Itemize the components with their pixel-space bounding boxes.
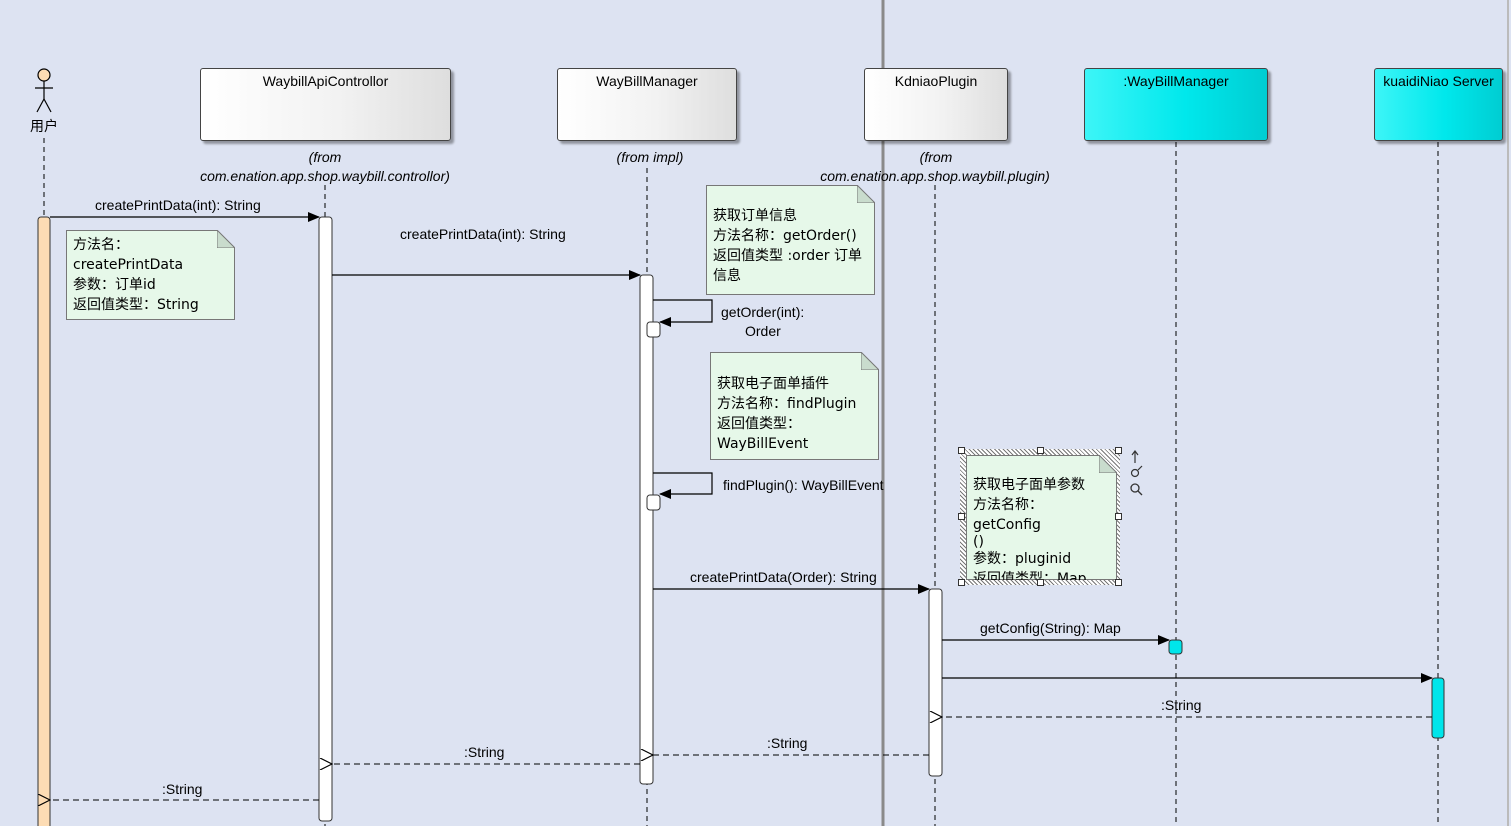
lifeline-box-waybillapicontrollor[interactable]: WaybillApiControllor	[200, 68, 451, 141]
message-label-2: createPrintData(int): String	[400, 226, 566, 242]
package-label-impl: (from impl)	[616, 149, 684, 165]
note-createprintdata[interactable]: 方法名：createPrintData 参数：订单id 返回值类型：String	[66, 230, 235, 320]
package-label-controllor-2: com.enation.app.shop.waybill.controllor)	[200, 168, 450, 184]
note-line: 返回值类型：String	[73, 297, 199, 313]
message-label-1: createPrintData(int): String	[95, 197, 261, 213]
arrow-up-icon[interactable]	[1131, 450, 1139, 463]
note-line: 参数：订单id	[73, 277, 156, 293]
message-label-getorder-2: Order	[745, 323, 781, 339]
lifeline-box-kdniaoplugin[interactable]: KdniaoPlugin	[864, 68, 1008, 141]
resize-handle-ne[interactable]	[1115, 447, 1122, 454]
return-label-4: :String	[162, 781, 203, 797]
note-fold-corner	[861, 352, 879, 370]
note-line: 方法名称：getOrder()	[713, 228, 857, 244]
actor-stick-figure-icon	[35, 68, 53, 113]
note-line: 方法名称：findPlugin	[717, 396, 857, 412]
actor-label: 用户	[30, 119, 58, 135]
note-fold-corner	[217, 230, 235, 248]
resize-handle-s[interactable]	[1037, 579, 1044, 586]
return-label-2: :String	[767, 735, 808, 751]
return-label-1: :String	[1161, 697, 1202, 713]
magnifier-icon[interactable]	[1130, 483, 1143, 496]
note-line: 方法名称：getConfig	[973, 497, 1043, 533]
note-line: 参数：pluginid	[973, 551, 1072, 567]
activation-getorder	[646, 321, 661, 338]
message-label-3: createPrintData(Order): String	[690, 569, 877, 585]
activation-kuaidiniao-server	[1431, 677, 1445, 739]
message-label-findplugin: findPlugin(): WayBillEvent	[723, 477, 884, 493]
note-line: 获取电子面单参数	[973, 477, 1085, 493]
package-label-plugin-2: com.enation.app.shop.waybill.plugin)	[820, 168, 1050, 184]
resize-handle-nw[interactable]	[958, 447, 965, 454]
message-label-getorder-1: getOrder(int):	[721, 304, 805, 320]
note-getconfig[interactable]: 获取电子面单参数 方法名称：getConfig () 参数：pluginid 返…	[966, 455, 1117, 580]
resize-handle-e[interactable]	[1115, 513, 1122, 520]
package-label-controllor-1: (from	[308, 149, 342, 165]
activation-kdniaoplugin	[928, 588, 943, 777]
note-line: 信息	[713, 268, 741, 284]
note-line: 获取订单信息	[713, 208, 797, 224]
resize-handle-n[interactable]	[1037, 447, 1044, 454]
activation-waybillmanager-instance	[1168, 639, 1183, 655]
resize-handle-w[interactable]	[958, 513, 965, 520]
note-line: ()	[973, 534, 984, 550]
note-line: 获取电子面单插件	[717, 376, 829, 392]
message-label-4: getConfig(String): Map	[980, 620, 1121, 636]
lifeline-box-waybillmanager-instance[interactable]: :WayBillManager	[1084, 68, 1268, 141]
note-fold-corner	[857, 185, 875, 203]
activation-user	[37, 216, 51, 826]
gender-link-icon[interactable]	[1130, 465, 1143, 478]
lifeline-box-waybillmanager[interactable]: WayBillManager	[557, 68, 737, 141]
activation-waybillmanager	[639, 274, 654, 785]
activation-waybillapicontrollor	[318, 216, 333, 822]
note-fold-corner	[1099, 455, 1117, 473]
message-arrow-findplugin	[653, 472, 713, 499]
note-line: 返回值类型 :order 订单	[713, 248, 862, 264]
return-label-3: :String	[464, 744, 505, 760]
lifeline-box-kuaidiniao-server[interactable]: kuaidiNiao Server	[1374, 68, 1503, 141]
note-line: WayBillEvent	[717, 436, 809, 452]
message-arrow-getorder	[653, 299, 713, 327]
note-line: 返回值类型：	[717, 416, 801, 432]
note-getorder[interactable]: 获取订单信息 方法名称：getOrder() 返回值类型 :order 订单 信…	[706, 185, 875, 295]
note-findplugin[interactable]: 获取电子面单插件 方法名称：findPlugin 返回值类型： WayBillE…	[710, 352, 879, 460]
package-label-plugin-1: (from	[919, 149, 953, 165]
resize-handle-se[interactable]	[1115, 579, 1122, 586]
note-line: 方法名：createPrintData	[73, 237, 184, 273]
activation-findplugin	[646, 494, 661, 511]
resize-handle-sw[interactable]	[958, 579, 965, 586]
